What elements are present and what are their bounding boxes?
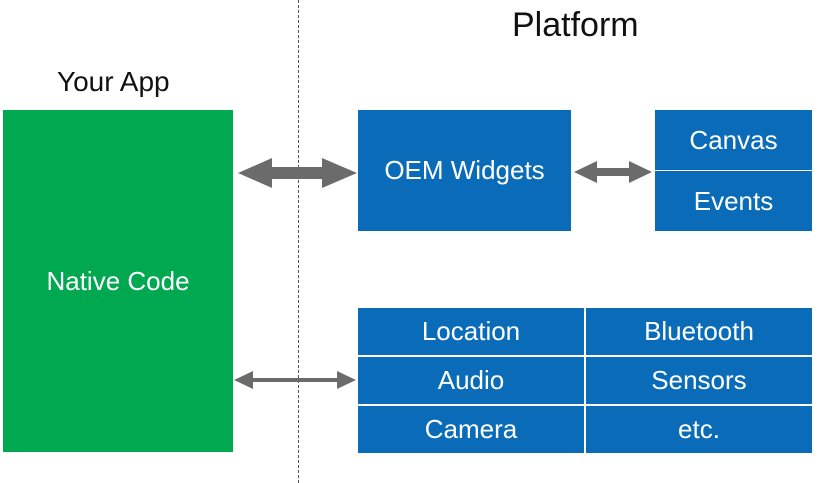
location-label: Location: [421, 316, 521, 346]
audio-label: Audio: [437, 365, 505, 395]
events-label: Events: [693, 185, 774, 216]
oem-widgets-box: OEM Widgets: [358, 110, 571, 231]
canvas-label: Canvas: [689, 124, 778, 155]
app-platform-divider: [298, 0, 299, 483]
app-to-services-arrow: [234, 371, 356, 389]
platform-services-grid: Location Bluetooth Audio Sensors Camera …: [358, 308, 812, 453]
oem-to-canvas-arrow: [574, 161, 652, 183]
audio-box: Audio: [358, 357, 584, 404]
camera-label: Camera: [424, 414, 518, 444]
sensors-label: Sensors: [651, 365, 747, 395]
events-box: Events: [655, 171, 812, 231]
native-code-label: Native Code: [46, 265, 190, 296]
platform-title: Platform: [512, 6, 639, 44]
canvas-events-stack: Canvas Events: [655, 110, 812, 231]
location-box: Location: [358, 308, 584, 355]
etc-box: etc.: [586, 406, 812, 453]
app-to-oem-arrow: [238, 158, 357, 188]
native-code-box: Native Code: [3, 110, 233, 452]
your-app-title: Your App: [57, 66, 170, 97]
canvas-box: Canvas: [655, 110, 812, 170]
oem-widgets-label: OEM Widgets: [384, 155, 545, 185]
bluetooth-label: Bluetooth: [644, 316, 754, 346]
sensors-box: Sensors: [586, 357, 812, 404]
bluetooth-box: Bluetooth: [586, 308, 812, 355]
etc-label: etc.: [678, 414, 720, 444]
camera-box: Camera: [358, 406, 584, 453]
